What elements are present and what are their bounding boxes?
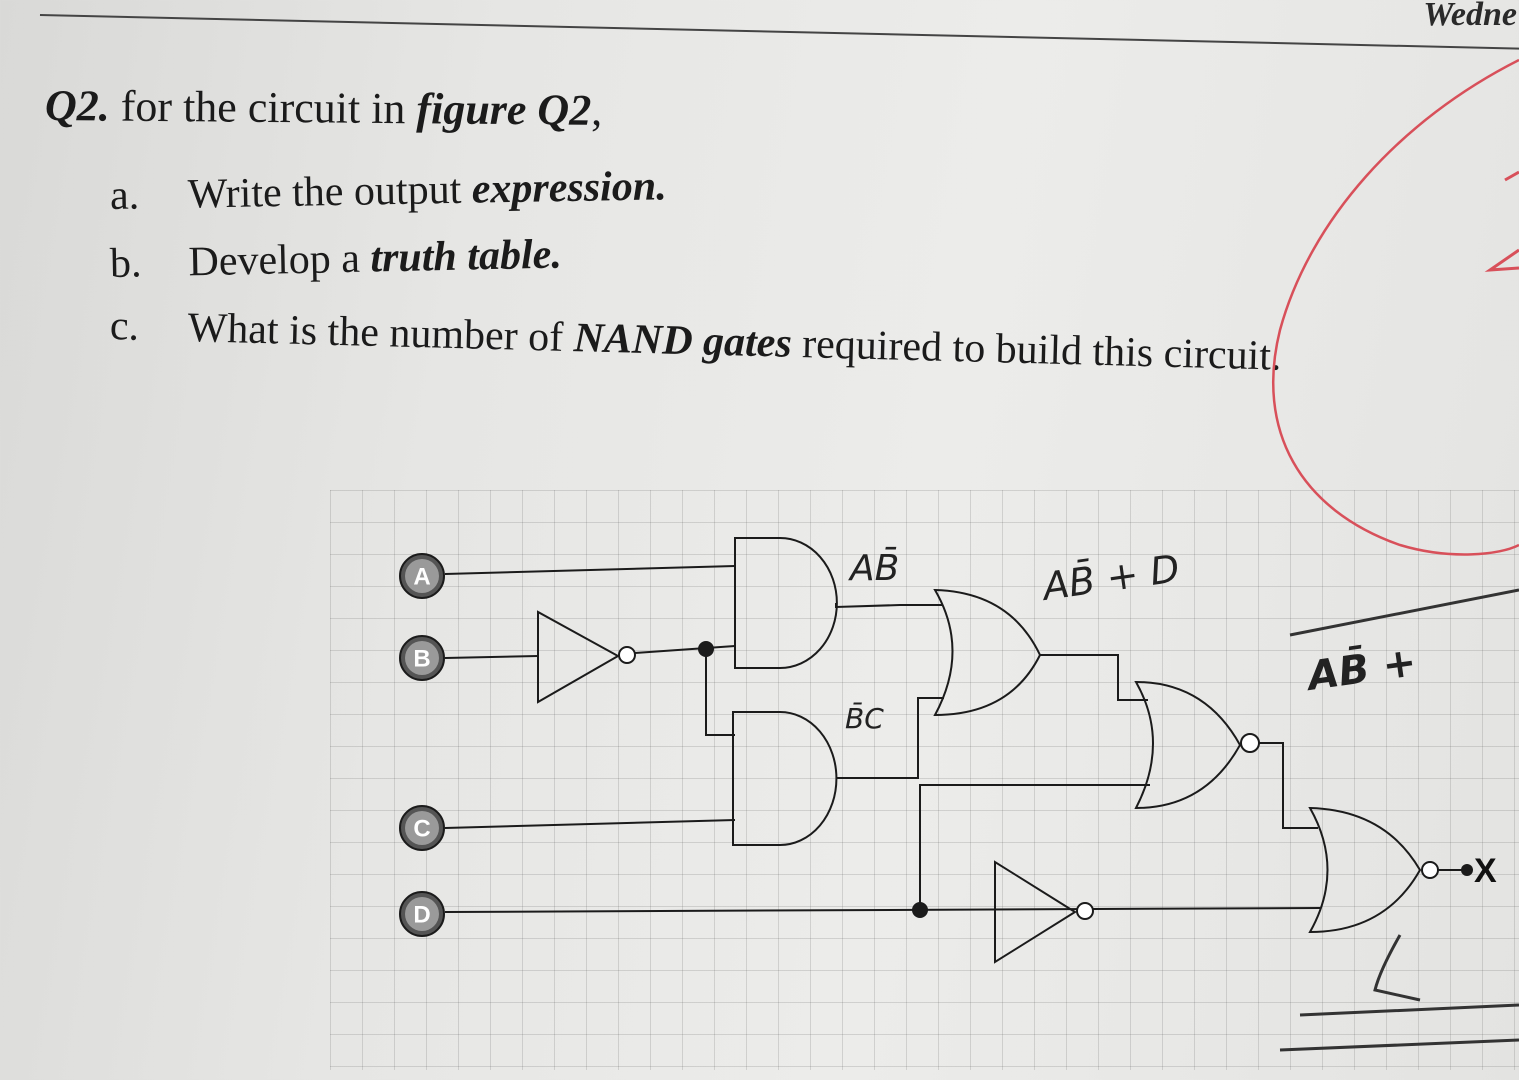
grid-background bbox=[330, 490, 1519, 1070]
not-gate-d-bubble bbox=[1076, 902, 1094, 920]
not-gate-b bbox=[537, 610, 621, 704]
input-node-a: A bbox=[399, 553, 445, 599]
input-node-c: C bbox=[399, 805, 445, 851]
input-label-a: A bbox=[413, 564, 430, 591]
note-overline bbox=[1289, 588, 1519, 637]
input-node-d: D bbox=[399, 891, 445, 937]
output-label-x: X bbox=[1474, 852, 1497, 890]
input-node-b: B bbox=[399, 635, 445, 681]
input-label-d: D bbox=[413, 902, 430, 929]
input-label-c: C bbox=[413, 816, 430, 843]
red-pen-mark bbox=[1484, 248, 1519, 272]
wire-bnot-branch bbox=[705, 649, 735, 736]
red-pen-tick bbox=[1504, 170, 1519, 182]
nand-gate-bubble bbox=[1240, 733, 1260, 753]
nand-gate bbox=[1134, 680, 1242, 810]
junction-d bbox=[912, 902, 928, 918]
wire-bnot bbox=[634, 645, 736, 654]
wire-d-branch bbox=[919, 784, 1150, 908]
and-gate-2 bbox=[732, 711, 838, 846]
red-pen-arc bbox=[1272, 58, 1519, 556]
nor-gate-bubble bbox=[1421, 861, 1439, 879]
wire-b bbox=[444, 655, 539, 659]
note-scribble-bottom bbox=[1279, 934, 1519, 1052]
wire-a bbox=[444, 565, 736, 575]
nor-gate bbox=[1308, 806, 1422, 934]
not-gate-d bbox=[994, 860, 1077, 964]
wire-c bbox=[444, 819, 736, 829]
note-nand: AB̄ + bbox=[1302, 637, 1420, 700]
header-date: Wedne bbox=[1423, 0, 1517, 33]
and-gate-1 bbox=[734, 537, 838, 669]
note-and1: AB̄ bbox=[848, 546, 899, 589]
wire-nand-out bbox=[1259, 742, 1318, 829]
junction-b bbox=[698, 641, 714, 657]
wire-d bbox=[444, 907, 1321, 913]
not-gate-b-bubble bbox=[618, 646, 636, 664]
note-and2: B̄C bbox=[845, 701, 884, 735]
input-label-b: B bbox=[413, 646, 430, 673]
junction-x bbox=[1461, 864, 1473, 876]
wire-and2-out bbox=[836, 697, 944, 779]
note-or: AB̄ + D bbox=[1037, 546, 1182, 609]
wire-or-out bbox=[1040, 654, 1148, 701]
wire-and1-out bbox=[835, 603, 942, 609]
or-gate-1 bbox=[933, 588, 1042, 717]
